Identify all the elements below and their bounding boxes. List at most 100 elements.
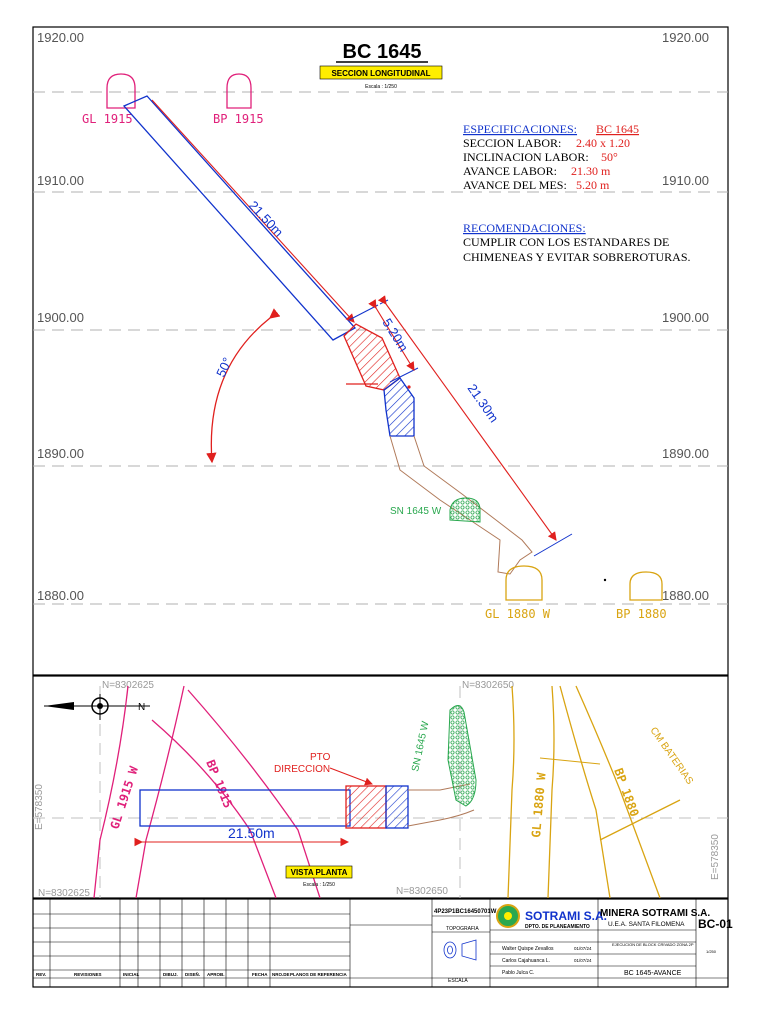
angle-label: 50°: [213, 355, 235, 379]
level-1900-left: 1900.00: [37, 310, 84, 325]
spec-3-label: AVANCE LABOR:: [463, 164, 557, 178]
bp1915-plan: [151, 689, 321, 899]
svg-text:PLANOS DE REFERENCIA: PLANOS DE REFERENCIA: [290, 972, 348, 977]
approved-by: Pablo Julca C.: [502, 970, 534, 976]
level-1920-right: 1920.00: [662, 30, 709, 45]
projection-icon: [443, 939, 477, 961]
recommendation-1: CUMPLIR CON LOS ESTANDARES DE: [463, 235, 669, 249]
company-name: SOTRAMI S.A.: [525, 909, 607, 923]
svg-text:DIBUJ.: DIBUJ.: [163, 972, 178, 977]
date-1: 01/07/24: [574, 946, 592, 951]
spec-1-value: 2.40 x 1.20: [576, 136, 630, 150]
reviewed-by: Carlos Cajahuanca L.: [502, 958, 550, 964]
bp1880-plan: [559, 685, 681, 899]
specifications: ESPECIFICACIONES: BC 1645 SECCION LABOR:…: [463, 122, 691, 264]
recommendations-heading: RECOMENDACIONES:: [463, 221, 586, 235]
chimney-executed: [122, 95, 357, 341]
area-label: TOPOGRAFIA: [446, 926, 479, 932]
subtitle-box: [319, 65, 443, 80]
bp1880-plan-label: BP 1880: [611, 766, 641, 818]
gl1915-plan-label: GL 1915 W: [108, 764, 142, 831]
level-1880-left: 1880.00: [37, 588, 84, 603]
bp1880-label: BP 1880: [616, 607, 667, 621]
chimney-plan-executed: [139, 789, 351, 827]
dim-lower-label: 21.30m: [465, 381, 502, 425]
plan-north-bottom-left: N=8302625: [38, 888, 90, 899]
department: DPTO. DE PLANEAMIENTO: [525, 924, 590, 930]
dim-lower-line: [377, 295, 557, 541]
compass-n-label: N: [138, 702, 145, 713]
specs-heading: ESPECIFICACIONES:: [463, 122, 577, 136]
sn1645-plan-label: SN 1645 W: [410, 720, 432, 773]
level-labels: 1920.00 1920.00 1910.00 1910.00 1900.00 …: [37, 30, 709, 603]
gl1915-label: GL 1915: [82, 112, 133, 126]
svg-text:DISEÑ.: DISEÑ.: [185, 971, 200, 977]
top-frame: [32, 26, 729, 676]
gl1880-outline: [505, 565, 543, 601]
gl1880-label: GL 1880 W: [485, 607, 551, 621]
vista-scale: Escala : 1/250: [303, 882, 335, 888]
title-block: [32, 898, 729, 988]
spec-1-label: SECCION LABOR:: [463, 136, 561, 150]
bp1915-label: BP 1915: [213, 112, 264, 126]
plan-dim-label: 21.50m: [228, 825, 275, 841]
plan-north-top-right: N=8302650: [462, 680, 514, 691]
svg-text:NRO.DE: NRO.DE: [272, 972, 290, 977]
advance-plan-red: [345, 785, 387, 829]
project-name: EJECUCION DE BLOCK CRIVADO ZONA 2P: [612, 942, 694, 947]
cm-label: CM BATERIAS: [648, 725, 696, 787]
mine-unit: U.E.A. SANTA FILOMENA: [608, 921, 685, 928]
drawing-title: BC 1645: [343, 41, 422, 63]
section-subtitle: SECCION LONGITUDINAL: [331, 69, 430, 78]
bp1915-outline: [226, 73, 252, 109]
date-2: 01/07/24: [574, 958, 592, 963]
gl1915-outline: [106, 73, 136, 109]
dim-upper-line: [151, 99, 355, 323]
compass-icon: N: [44, 694, 150, 720]
sn1645-plan: [447, 705, 477, 807]
plan-frame: [32, 675, 729, 899]
level-1910-right: 1910.00: [662, 173, 709, 188]
gl1880-plan: [507, 685, 555, 899]
svg-text:FECHA: FECHA: [252, 972, 268, 977]
svg-text:REV.: REV.: [36, 972, 46, 977]
drawing-code: BC-01: [698, 917, 733, 931]
plan-east-left: E=578350: [34, 784, 45, 830]
plan-east-right: E=578350: [710, 834, 721, 880]
plan-code: 4P23P1BC16450701W: [434, 909, 497, 915]
title-footer-cols: REV. REVISIONES INICIAL DIBUJ. DISEÑ. AP…: [36, 971, 348, 977]
mine-name: MINERA SOTRAMI S.A.: [600, 908, 710, 919]
angle-arc: [206, 308, 281, 464]
pto-label-2: DIRECCION: [274, 764, 330, 775]
level-1900-right: 1900.00: [662, 310, 709, 325]
advance-plan-blue: [385, 785, 409, 829]
vista-box: [285, 865, 353, 879]
vista-label: VISTA PLANTA: [291, 868, 348, 877]
sn1645-label: SN 1645 W: [390, 506, 442, 517]
bp1880-outline: [629, 571, 663, 601]
svg-text:INICIAL: INICIAL: [123, 972, 140, 977]
spec-4-value: 5.20 m: [576, 178, 610, 192]
title-block-grid: [33, 899, 728, 987]
sn1645-shape: [449, 497, 481, 523]
bp1915-plan-label: BP 1915: [203, 758, 235, 810]
spec-4-label: AVANCE DEL MES:: [463, 178, 567, 192]
svg-text:APROB.: APROB.: [207, 972, 225, 977]
logo-icon: [496, 904, 520, 928]
level-1910-left: 1910.00: [37, 173, 84, 188]
plan-north-bottom-right: N=8302650: [396, 886, 448, 897]
svg-text:REVISIONES: REVISIONES: [74, 972, 102, 977]
dim-upper-label: 21.50m: [246, 198, 287, 240]
recommendation-2: CHIMENEAS Y EVITAR SOBREROTURAS.: [463, 250, 691, 264]
level-1880-right: 1880.00: [662, 588, 709, 603]
plan-north-top-left: N=8302625: [102, 680, 154, 691]
drawn-by: Walter Quispe Zevallos: [502, 946, 554, 952]
spec-3-value: 21.30 m: [571, 164, 611, 178]
level-1890-right: 1890.00: [662, 446, 709, 461]
escala-label: ESCALA: [448, 978, 468, 984]
section-scale: Escala : 1/250: [365, 84, 397, 90]
gl1880-plan-label: GL 1880 W: [529, 771, 549, 838]
level-1890-left: 1890.00: [37, 446, 84, 461]
specs-heading-value: BC 1645: [596, 122, 639, 136]
